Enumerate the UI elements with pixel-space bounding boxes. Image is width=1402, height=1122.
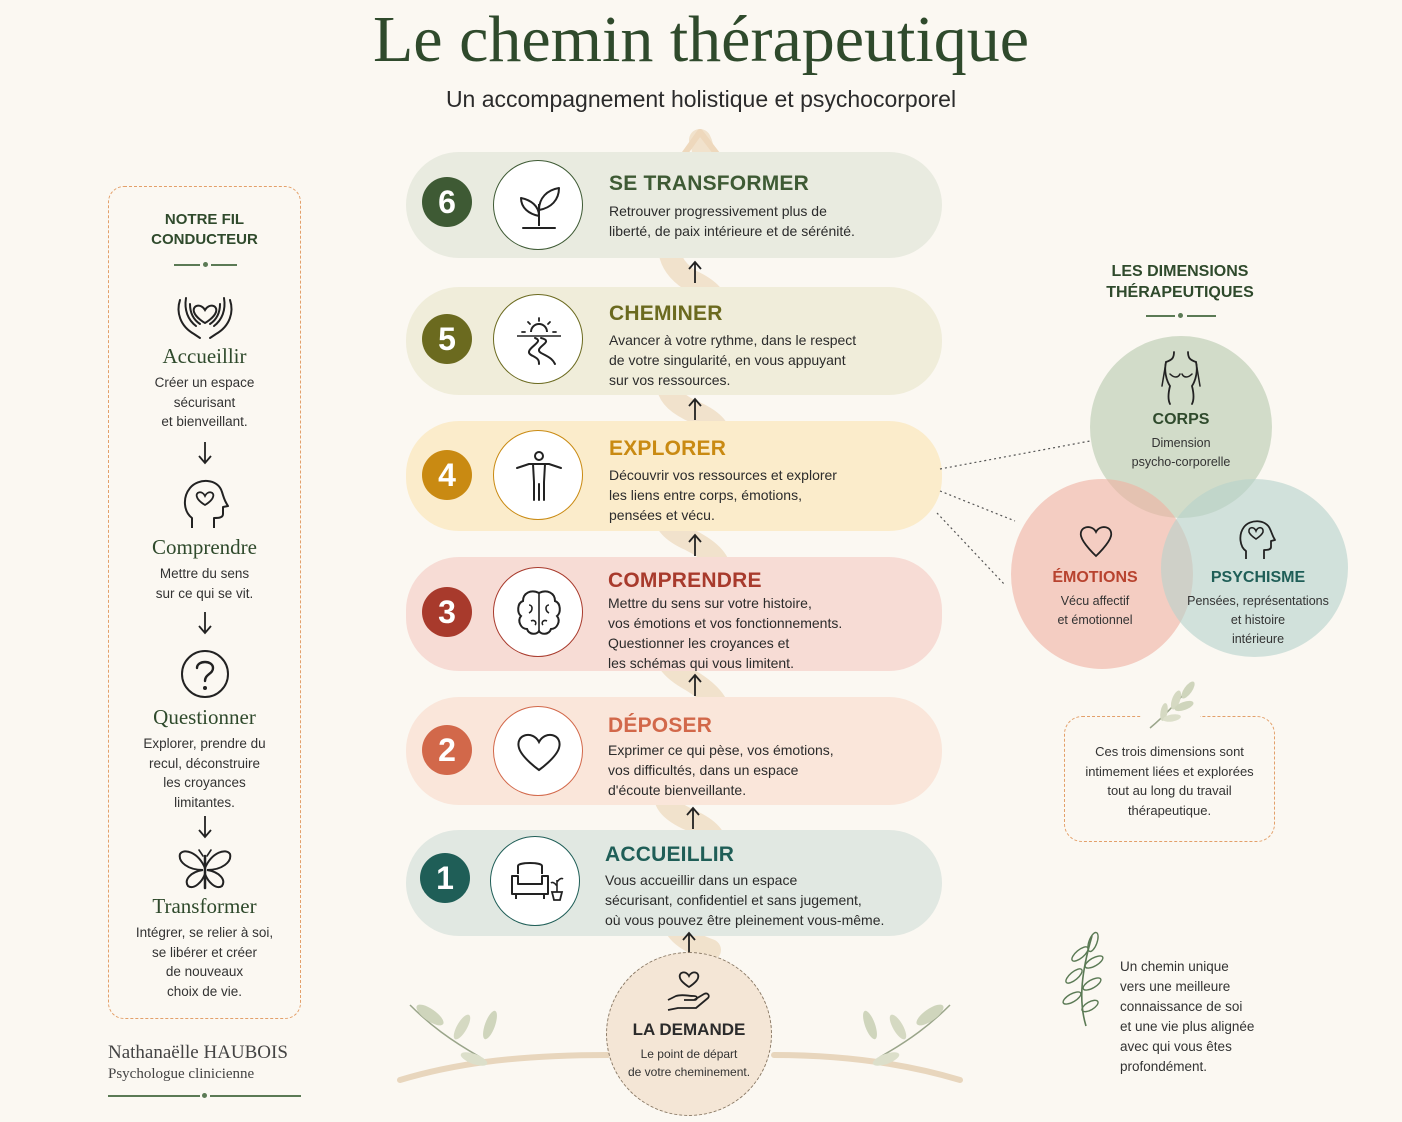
dimension-connectors [936,440,1091,586]
fil-heading-line1: NOTRE FIL [164,211,245,228]
step-title: ACCUEILLIR [605,843,735,866]
step-number-badge: 1 [420,853,470,903]
path-sun-icon [517,317,561,365]
emotion-heart-icon [1080,526,1112,558]
venn-psychisme [1161,479,1348,657]
sprout-icon [520,187,560,229]
emotions-title: ÉMOTIONS [1052,569,1138,586]
step-title: SE TRANSFORMER [609,172,809,195]
fil-item-title: Accueillir [162,344,247,368]
step-icon-circle [490,836,580,926]
step-title: COMPRENDRE [608,569,762,592]
step-title: DÉPOSER [608,714,713,737]
step-icon-circle [493,430,583,520]
arrow-down-icon [198,442,212,465]
arrow-up-icon [688,533,702,556]
hands-heart-icon [177,297,233,339]
demande-circle [606,952,772,1116]
psyche-head-icon [1239,520,1276,559]
arrow-up-icon [682,931,696,954]
fil-item-title: Transformer [152,894,257,918]
author-divider [108,1093,301,1098]
dimensions-divider [1146,313,1216,318]
fil-heading: NOTRE FIL CONDUCTEUR [108,210,301,250]
corps-title: CORPS [1152,411,1210,428]
step-number-badge: 3 [422,587,472,637]
fil-divider [174,262,238,267]
torso-icon [1161,351,1201,405]
page-subtitle: Un accompagnement holistique et psychoco… [445,86,957,112]
step-number-badge: 6 [422,177,472,227]
arrow-up-icon [688,673,702,696]
step-icon-circle [493,706,583,796]
arrow-down-icon [198,612,212,635]
arrow-up-icon [688,260,702,283]
olive-branch-icon [1062,931,1104,1027]
armchair-icon [511,862,564,901]
psychisme-title: PSYCHISME [1210,569,1306,586]
demande-title: LA DEMANDE [632,1020,746,1039]
step-title: EXPLORER [609,437,727,460]
step-icon-circle [493,567,583,657]
arrow-up-icon [686,806,700,829]
author-role: Psychologue clinicienne [108,1066,255,1082]
arrow-down-icon [198,816,212,839]
heart-icon [517,733,561,772]
step-title: CHEMINER [609,302,723,325]
step-number-badge: 2 [422,725,472,775]
head-heart-icon [184,480,229,528]
dimensions-heading: LES DIMENSIONS THÉRAPEUTIQUES [1106,263,1254,301]
question-icon [181,650,229,698]
author-name: Nathanaëlle HAUBOIS [108,1042,288,1063]
step-desc: Mettre du sens sur votre histoire,vos ém… [608,595,843,671]
hand-heart-icon [667,971,710,1011]
step-icon-circle [493,160,583,250]
fil-item-title: Comprendre [152,535,257,559]
fil-item-title: Questionner [153,705,256,729]
arrow-up-icon [688,397,702,420]
step-number-badge: 5 [422,314,472,364]
leaf-sprig-icon [1142,681,1200,732]
butterfly-icon [178,849,232,890]
step-desc: Exprimer ce qui pèse, vos émotions,vos d… [608,742,834,798]
step-icon-circle [493,294,583,384]
fil-heading-line2: CONDUCTEUR [151,231,258,248]
step-number-badge: 4 [422,450,472,500]
page-title: Le chemin thérapeutique [372,3,1030,76]
fil-conducteur-panel [108,186,301,1019]
fil-item-desc: Intégrer, se relier à soi,se libérer et … [135,925,274,999]
brain-icon [517,590,561,635]
leaf-branches [397,1004,963,1083]
body-open-arms-icon [516,451,562,501]
